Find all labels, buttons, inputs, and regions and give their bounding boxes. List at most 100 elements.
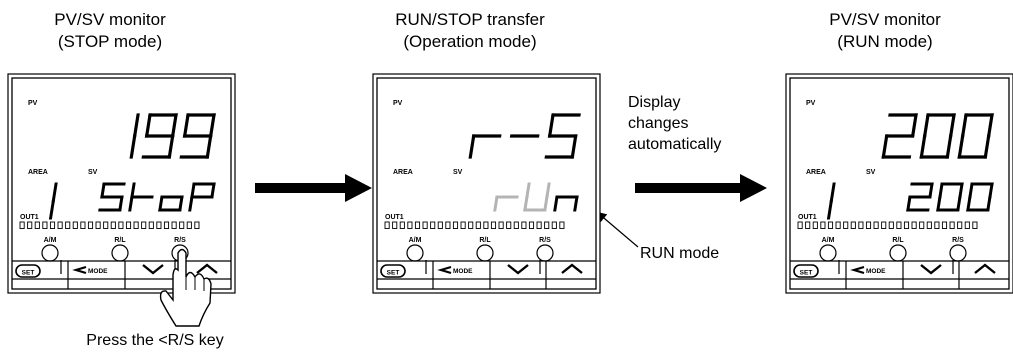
pv-display-char: [141, 113, 178, 159]
am-key[interactable]: [41, 244, 59, 262]
set-key-label: SET: [800, 270, 813, 277]
pv-display-char: [957, 113, 994, 159]
bargraph-segment: [171, 221, 177, 229]
bargraph-segment: [156, 221, 162, 229]
set-key[interactable]: [380, 264, 406, 278]
caption-run-mode: PV/SV monitor (RUN mode): [795, 9, 975, 53]
bargraph-segment: [57, 221, 63, 229]
set-key[interactable]: [793, 264, 819, 278]
bargraph-segment: [926, 221, 932, 229]
pv-label: PV: [393, 100, 403, 107]
pv-display-char: [129, 113, 140, 159]
bargraph-segment: [49, 221, 56, 229]
bargraph-segment: [437, 221, 443, 229]
set-key[interactable]: [15, 264, 41, 278]
bargraph-segment: [919, 221, 925, 229]
area-display-char: [826, 182, 836, 220]
set-key-label: SET: [387, 270, 400, 277]
bargraph-segment: [186, 221, 192, 229]
bargraph-segment: [118, 221, 124, 229]
bargraph-segment: [141, 221, 147, 229]
bargraph-segment: [452, 221, 459, 229]
sv-display-char: [98, 182, 126, 212]
bargraph-segment: [399, 221, 405, 229]
out1-label: OUT1: [20, 214, 39, 221]
am-key[interactable]: [819, 244, 837, 262]
pv-display-char: [919, 113, 956, 159]
rl-key-label: R/L: [114, 237, 126, 244]
up-key[interactable]: [974, 263, 996, 274]
bargraph-segment: [949, 221, 955, 229]
sv-display-char: [966, 182, 994, 212]
rs-key[interactable]: [536, 244, 554, 262]
sv-label: SV: [866, 169, 876, 176]
set-key-label: SET: [22, 270, 35, 277]
mode-key[interactable]: MODE: [437, 265, 473, 275]
rs-key-label: R/S: [952, 237, 964, 244]
mode-key[interactable]: MODE: [850, 265, 886, 275]
bargraph-segment: [858, 221, 864, 229]
down-key[interactable]: [507, 264, 529, 275]
bargraph-segment: [498, 221, 504, 229]
rl-key[interactable]: [111, 244, 129, 262]
rl-key-label: R/L: [479, 237, 491, 244]
bargraph-segment: [957, 221, 963, 229]
press-rs-key-label: Press the <R/S key: [86, 332, 224, 349]
bargraph-segment: [110, 221, 116, 229]
bargraph-segment: [87, 221, 94, 229]
bargraph-segment: [850, 221, 856, 229]
pv-display-char: [881, 113, 918, 159]
bargraph-segment: [521, 221, 527, 229]
bargraph-segment: [42, 221, 48, 229]
caption-line: PV/SV monitor: [54, 10, 166, 29]
bargraph-segment: [873, 221, 879, 229]
caption-line: (RUN mode): [837, 32, 933, 51]
rl-key[interactable]: [889, 244, 907, 262]
bargraph-segment: [559, 221, 565, 229]
rl-key[interactable]: [476, 244, 494, 262]
bargraph-segment: [460, 221, 466, 229]
pv-label: PV: [28, 100, 38, 107]
am-key-label: A/M: [409, 237, 422, 244]
auto-change-label: Display changes automatically: [628, 92, 778, 155]
bargraph-segment: [468, 221, 474, 229]
bargraph-segment: [194, 221, 200, 229]
bargraph-segment: [835, 221, 841, 229]
panel-bezel: [376, 77, 597, 290]
bargraph-segment: [34, 221, 40, 229]
down-key[interactable]: [920, 264, 942, 275]
arrow-to-run-monitor: [635, 174, 767, 202]
bargraph-segment: [19, 221, 25, 229]
sv-display-char: [128, 182, 154, 212]
bargraph-segment: [125, 221, 132, 229]
bargraph-segment: [964, 221, 970, 229]
bargraph-segment: [865, 221, 872, 229]
bargraph-segment: [941, 221, 948, 229]
bargraph-segment: [475, 221, 481, 229]
bargraph-segment: [384, 221, 390, 229]
bargraph-segment: [551, 221, 557, 229]
rs-key[interactable]: [949, 244, 967, 262]
pv-display-char: [179, 113, 216, 159]
panel-bezel: [11, 77, 232, 290]
bargraph-segment: [827, 221, 834, 229]
auto-change-line: Display: [628, 94, 681, 111]
up-key[interactable]: [561, 263, 583, 274]
am-key[interactable]: [406, 244, 424, 262]
run-mode-callout-label: RUN mode: [640, 245, 720, 262]
auto-change-line: changes: [628, 115, 689, 132]
mode-key[interactable]: MODE: [72, 265, 108, 275]
bargraph-segment: [163, 221, 170, 229]
bargraph-segment: [407, 221, 413, 229]
pv-display-char: [468, 134, 502, 159]
sv-display-char: [906, 182, 934, 212]
down-key[interactable]: [142, 264, 164, 275]
up-key[interactable]: [196, 263, 218, 274]
sv-display-char: [188, 182, 216, 212]
bargraph-segment: [911, 221, 917, 229]
bargraph-segment: [805, 221, 811, 229]
sv-display-char: [523, 182, 551, 212]
